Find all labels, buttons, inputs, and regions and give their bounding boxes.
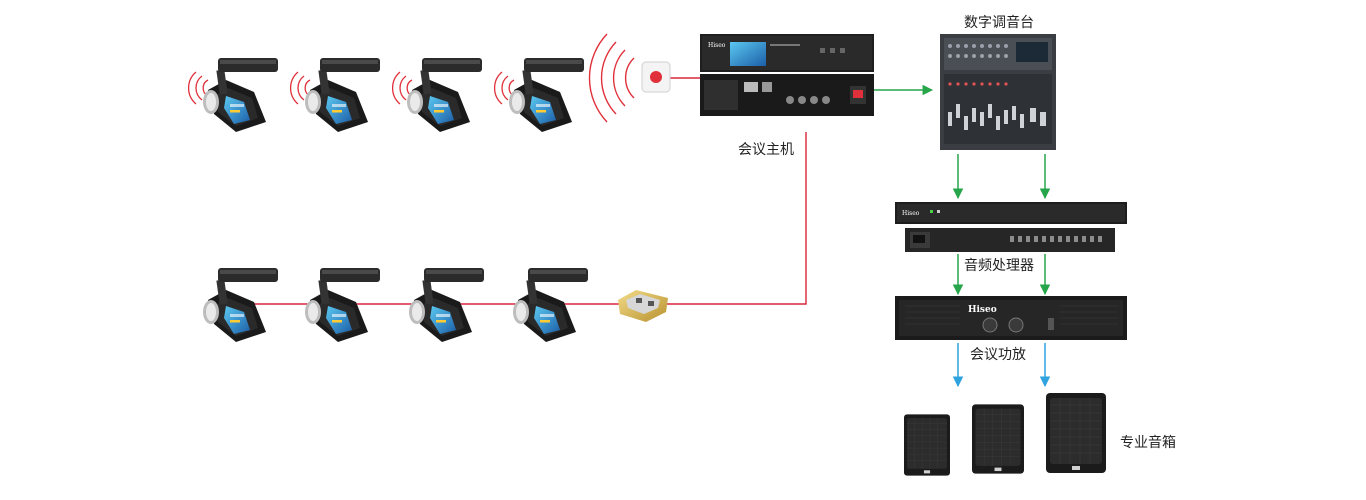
wireless-mic-unit-2 [289, 58, 380, 132]
conference-host-label: 会议主机 [738, 142, 794, 158]
speaker-medium [972, 403, 1024, 475]
speaker-group [904, 392, 1106, 476]
wired-daisy-chain [228, 132, 807, 305]
wireless-mic-unit-4 [493, 58, 584, 132]
signal-flow-arrows [873, 84, 1051, 388]
conference-host-unit: Hiseo [700, 34, 874, 116]
digital-mixer-label: 数字调音台 [964, 15, 1034, 31]
wireless-broadcast-icon [588, 33, 635, 123]
wireless-mic-unit-1 [187, 58, 278, 132]
wired-mic-row [203, 268, 588, 342]
amp-brand-text: Hiseo [968, 305, 997, 315]
wired-mic-unit-2 [305, 268, 380, 342]
wired-mic-unit-4 [513, 268, 588, 342]
speaker-small [904, 414, 950, 476]
digital-mixer-unit [940, 34, 1056, 150]
conference-amplifier-label: 会议功放 [970, 347, 1026, 363]
processor-brand-text: Hiseo [902, 210, 920, 217]
wireless-mic-unit-3 [391, 58, 482, 132]
amplifier-unit: Hiseo [895, 296, 1127, 340]
wireless-access-point [588, 33, 671, 123]
host-brand-text: Hiseo [708, 42, 726, 49]
floor-socket-box [618, 290, 668, 322]
audio-processor-label: 音频处理器 [964, 258, 1034, 274]
wired-mic-unit-1 [203, 268, 278, 342]
speaker-large [1046, 392, 1106, 474]
audio-processor-unit: Hiseo [895, 202, 1127, 252]
wireless-mic-row [187, 58, 584, 132]
wired-mic-unit-3 [409, 268, 484, 342]
pro-speakers-label: 专业音箱 [1120, 435, 1176, 451]
